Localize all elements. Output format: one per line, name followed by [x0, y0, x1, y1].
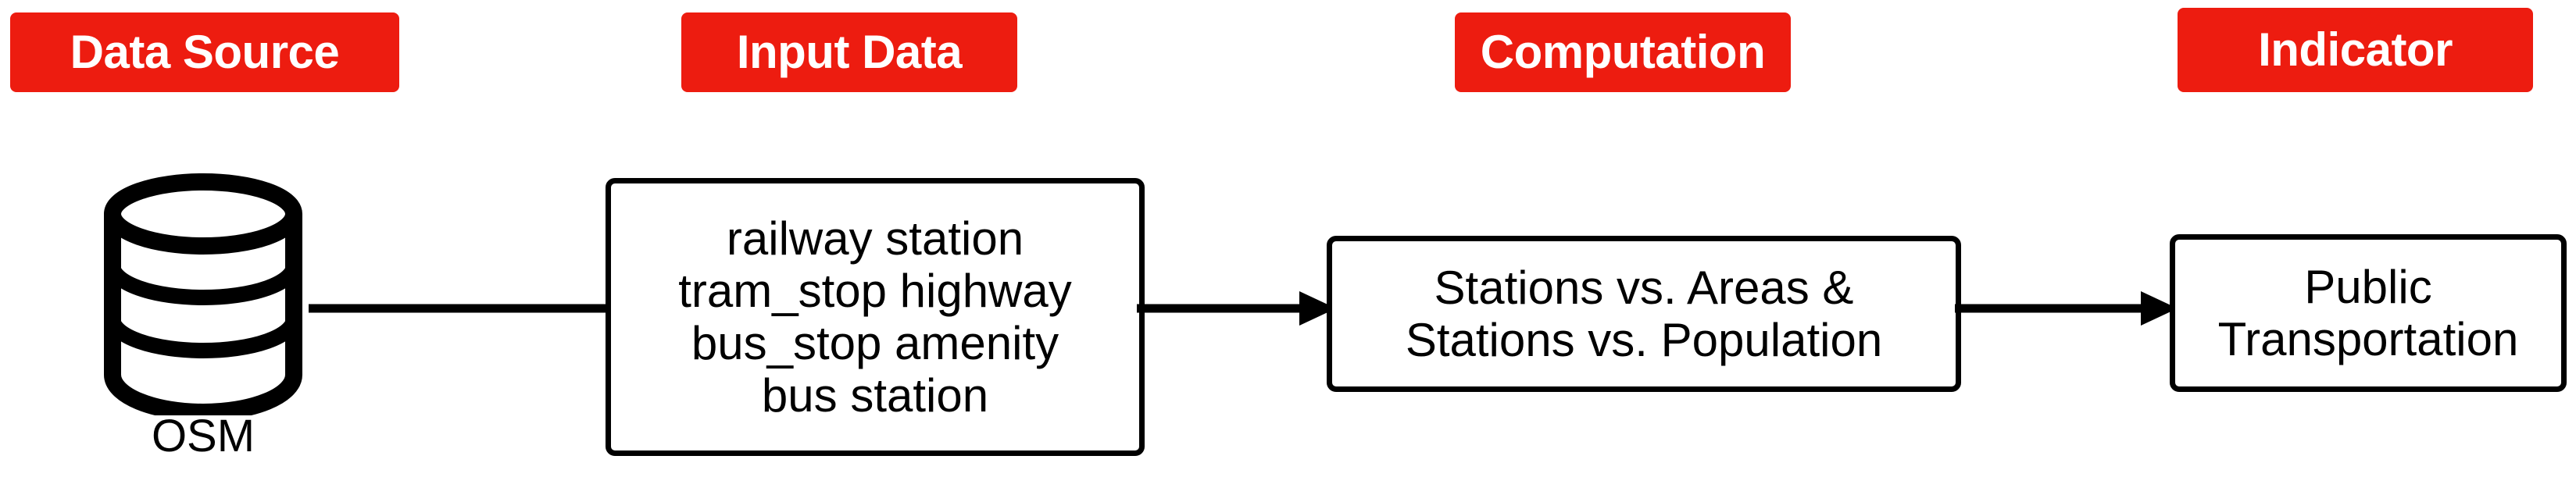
connector-input-data-to-computation — [1137, 291, 1336, 326]
arrowhead-icon — [1299, 291, 1336, 326]
node-computation: Stations vs. Areas & Stations vs. Popula… — [1327, 236, 1961, 392]
computation-line-1: Stations vs. Areas & — [1434, 261, 1854, 314]
input-data-line-4: bus station — [761, 369, 989, 422]
input-data-line-1: railway station — [726, 212, 1024, 265]
stage-chip-label-data-source: Data Source — [70, 26, 340, 78]
node-data-source: OSM — [102, 173, 305, 486]
database-cylinder-icon — [104, 173, 302, 415]
data-source-label: OSM — [151, 411, 255, 461]
connector-source-to-input-data — [309, 304, 613, 313]
indicator-line-1: Public — [2304, 260, 2432, 313]
stage-chip-label-computation: Computation — [1480, 26, 1766, 78]
connector-computation-to-indicator — [1955, 291, 2178, 326]
stage-chip-indicator: Indicator — [2178, 8, 2533, 92]
indicator-line-2: Transportation — [2217, 313, 2519, 365]
stage-chip-data-source: Data Source — [10, 12, 399, 92]
stage-chip-computation: Computation — [1455, 12, 1791, 92]
stage-chip-label-indicator: Indicator — [2258, 23, 2453, 76]
node-indicator: Public Transportation — [2170, 234, 2567, 392]
stage-chip-label-input-data: Input Data — [736, 26, 963, 78]
arrowhead-icon — [2141, 291, 2178, 326]
node-input-data: railway station tram_stop highway bus_st… — [606, 178, 1145, 456]
computation-line-2: Stations vs. Population — [1405, 314, 1883, 366]
input-data-line-3: bus_stop amenity — [691, 317, 1059, 369]
input-data-line-2: tram_stop highway — [678, 264, 1072, 317]
stage-chip-input-data: Input Data — [681, 12, 1017, 92]
